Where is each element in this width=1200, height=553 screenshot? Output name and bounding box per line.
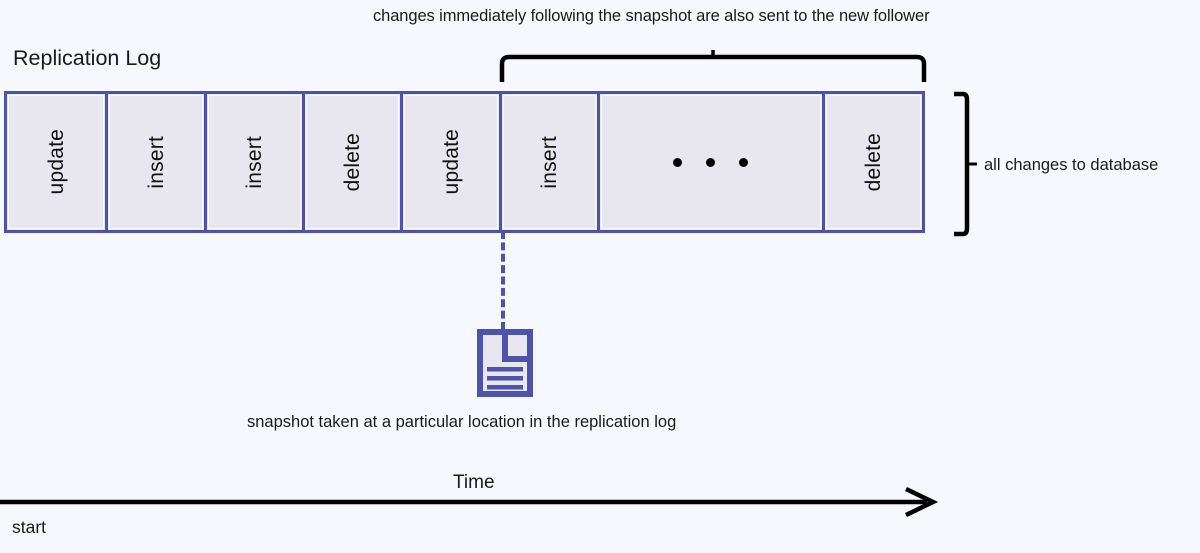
log-entry-label: update	[439, 129, 463, 195]
log-entry-cell[interactable]: insert	[206, 94, 306, 230]
time-axis-label: Time	[453, 472, 495, 493]
replication-log-strip: update insert insert delete update inser…	[4, 91, 925, 233]
log-entry-cell[interactable]: insert	[108, 94, 207, 230]
snapshot-connector-line	[501, 231, 505, 330]
log-entry-label: insert	[144, 135, 168, 189]
log-entry-cell[interactable]: insert	[501, 94, 601, 230]
log-entry-label: insert	[242, 135, 266, 189]
top-caption-text: changes immediately following the snapsh…	[373, 7, 930, 25]
page-title: Replication Log	[13, 46, 162, 70]
post-snapshot-bracket	[496, 50, 936, 89]
log-entry-cell[interactable]: update	[403, 94, 502, 230]
log-entry-cell[interactable]: delete	[824, 94, 922, 230]
log-entry-ellipsis-cell[interactable]	[600, 94, 825, 230]
snapshot-caption-text: snapshot taken at a particular location …	[247, 413, 677, 431]
all-changes-label: all changes to database	[984, 156, 1159, 174]
ellipsis-dots-icon	[739, 157, 749, 167]
start-label: start	[12, 517, 47, 537]
log-entry-label: delete	[861, 132, 885, 192]
log-entry-label: delete	[341, 132, 365, 192]
log-entry-label: insert	[537, 135, 561, 189]
ellipsis-dots-icon	[706, 157, 716, 167]
ellipsis-dots-icon	[673, 157, 683, 167]
log-entry-cell[interactable]: delete	[305, 94, 404, 230]
log-entry-cell[interactable]: update	[7, 94, 109, 230]
all-changes-bracket	[952, 89, 986, 244]
document-snapshot-icon[interactable]	[477, 329, 533, 402]
time-axis-arrow	[0, 486, 945, 522]
log-entry-label: update	[44, 129, 68, 195]
